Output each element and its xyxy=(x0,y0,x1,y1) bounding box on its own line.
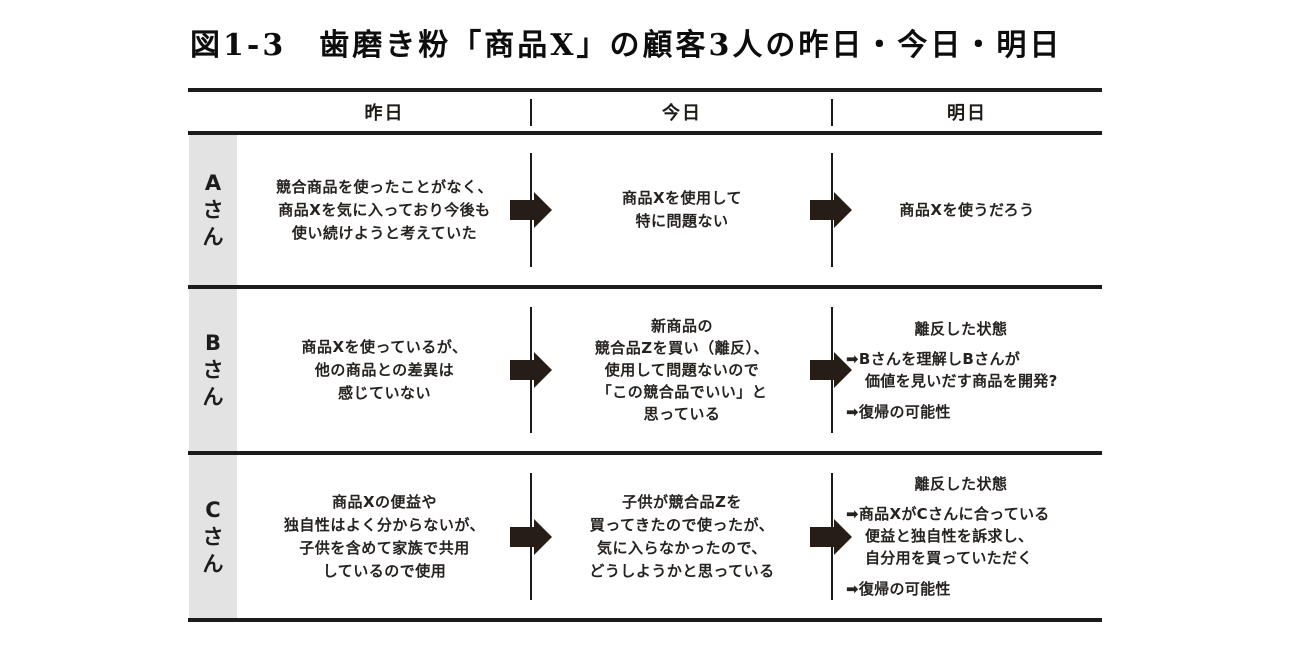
cell-b-yesterday: 商品Xを使っているが、 他の商品との差異は 感じていない xyxy=(237,289,532,451)
row-label-char: ん xyxy=(202,385,224,409)
row-label-char: B xyxy=(204,331,221,355)
tomorrow-bullet-list: ➡Bさんを理解しBさんが 価値を見いだす商品を開発? ➡復帰の可能性 xyxy=(846,348,1058,423)
transition-arrow-icon xyxy=(510,352,552,388)
transition-arrow-icon xyxy=(810,518,852,555)
row-label-char: ん xyxy=(202,225,224,249)
transition-arrow-icon xyxy=(810,192,852,228)
row-b-bottom-border xyxy=(188,451,1102,455)
table-bottom-border xyxy=(188,618,1102,622)
cell-c-today: 子供が競合品Zを 買ってきたので使ったが、 気に入らなかったので、 どうしようか… xyxy=(532,455,832,618)
cell-b-today: 新商品の 競合品Zを買い（離反）、 使用して問題ないので 「この競合品でいい」と… xyxy=(532,289,832,451)
table-row-customer-a: A さ ん 競合商品を使ったことがなく、 商品Xを気に入っており今後も 使い続け… xyxy=(188,135,1102,285)
bullet-arrow-icon: ➡ xyxy=(846,505,859,523)
cell-a-tomorrow: 商品Xを使うだろう xyxy=(832,135,1102,285)
cell-c-yesterday: 商品Xの便益や 独自性はよく分からないが、 子供を含めて家族で共用 しているので… xyxy=(237,455,532,618)
bullet-text: Bさんを理解しBさんが 価値を見いだす商品を開発? xyxy=(858,349,1058,390)
bullet-item: ➡Bさんを理解しBさんが 価値を見いだす商品を開発? xyxy=(846,348,1058,392)
tomorrow-bullet-list: ➡商品XがCさんに合っている 便益と独自性を訴求し、 自分用を買っていただく ➡… xyxy=(846,503,1050,600)
figure-title: 図1-3 歯磨き粉「商品X」の顧客3人の昨日・今日・明日 xyxy=(190,28,1063,63)
row-label-customer-c: C さ ん xyxy=(189,455,237,618)
header-bottom-border xyxy=(188,131,1102,135)
row-label-char: C xyxy=(205,497,221,522)
column-header-tomorrow: 明日 xyxy=(947,102,987,124)
row-label-char: さ xyxy=(202,358,224,382)
table-top-border xyxy=(188,88,1102,92)
bullet-arrow-icon: ➡ xyxy=(846,402,859,421)
tomorrow-state-heading: 離反した状態 xyxy=(914,319,1008,338)
row-label-customer-b: B さ ん xyxy=(189,289,237,451)
bullet-item: ➡商品XがCさんに合っている 便益と独自性を訴求し、 自分用を買っていただく xyxy=(846,503,1050,569)
transition-arrow-icon xyxy=(510,518,552,555)
table-row-customer-c: C さ ん 商品Xの便益や 独自性はよく分からないが、 子供を含めて家族で共用 … xyxy=(188,455,1102,618)
row-a-bottom-border xyxy=(188,285,1102,289)
bullet-text: 商品XがCさんに合っている 便益と独自性を訴求し、 自分用を買っていただく xyxy=(858,505,1050,567)
row-label-customer-a: A さ ん xyxy=(189,135,237,285)
cell-text: 商品Xを使うだろう xyxy=(899,200,1035,219)
transition-arrow-icon xyxy=(810,352,852,388)
cell-text: 商品Xを使っているが、 他の商品との差異は 感じていない xyxy=(301,337,468,402)
column-header-row: 昨日 今日 明日 xyxy=(188,92,1102,131)
bullet-item: ➡復帰の可能性 xyxy=(846,578,1050,600)
cell-a-today: 商品Xを使用して 特に問題ない xyxy=(532,135,832,285)
cell-text: 子供が競合品Zを 買ってきたので使ったが、 気に入らなかったので、 どうしようか… xyxy=(589,492,775,580)
bullet-item: ➡復帰の可能性 xyxy=(846,401,1058,423)
bullet-text: 復帰の可能性 xyxy=(858,580,951,598)
column-header-today: 今日 xyxy=(662,102,702,124)
column-header-yesterday: 昨日 xyxy=(364,102,405,124)
cell-text: 競合商品を使ったことがなく、 商品Xを気に入っており今後も 使い続けようと考えて… xyxy=(275,177,493,242)
row-label-char: さ xyxy=(202,198,224,222)
customer-timeline-table: 昨日 今日 明日 A さ ん 競合商品を使ったことがなく、 商品Xを気に入ってお… xyxy=(188,88,1102,622)
row-label-char: ん xyxy=(202,551,224,576)
tomorrow-state-heading: 離反した状態 xyxy=(914,475,1008,493)
row-label-char: さ xyxy=(202,524,224,549)
header-divider-tick xyxy=(530,99,532,126)
cell-text: 商品Xを使用して 特に問題ない xyxy=(621,189,743,230)
bullet-arrow-icon: ➡ xyxy=(846,349,859,368)
cell-b-tomorrow: 離反した状態 ➡Bさんを理解しBさんが 価値を見いだす商品を開発? ➡復帰の可能… xyxy=(832,289,1102,451)
cell-text: 新商品の 競合品Zを買い（離反）、 使用して問題ないので 「この競合品でいい」と… xyxy=(594,317,770,423)
cell-c-tomorrow: 離反した状態 ➡商品XがCさんに合っている 便益と独自性を訴求し、 自分用を買っ… xyxy=(832,455,1102,618)
table-row-customer-b: B さ ん 商品Xを使っているが、 他の商品との差異は 感じていない 新商品の … xyxy=(188,289,1102,451)
bullet-arrow-icon: ➡ xyxy=(846,580,859,598)
bullet-text: 復帰の可能性 xyxy=(858,402,951,421)
transition-arrow-icon xyxy=(510,192,552,228)
row-label-char: A xyxy=(204,171,222,195)
cell-a-yesterday: 競合商品を使ったことがなく、 商品Xを気に入っており今後も 使い続けようと考えて… xyxy=(237,135,532,285)
cell-text: 商品Xの便益や 独自性はよく分からないが、 子供を含めて家族で共用 しているので… xyxy=(283,492,486,580)
header-divider-tick xyxy=(831,99,833,126)
